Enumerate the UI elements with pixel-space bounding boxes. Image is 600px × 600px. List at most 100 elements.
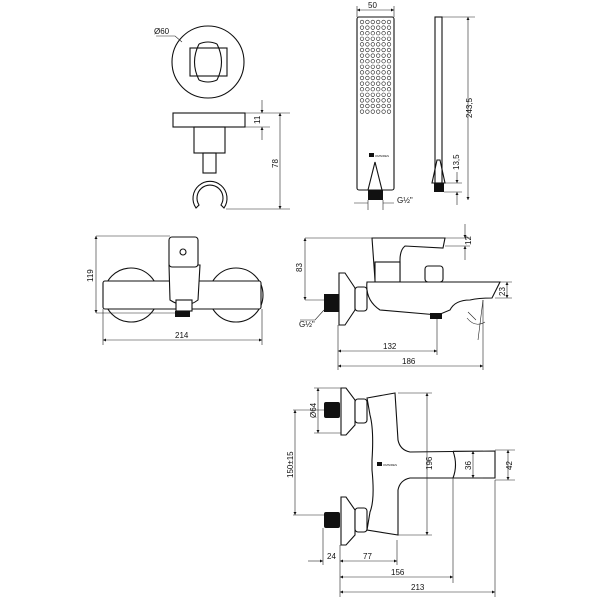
nozzle [376, 31, 381, 36]
nozzle [381, 31, 386, 36]
nozzle [376, 75, 381, 81]
nozzle [386, 81, 392, 86]
nozzle [370, 53, 375, 58]
hand-shower-front: OMNIRES 50 G½" [354, 1, 413, 210]
nozzle [370, 59, 375, 64]
nozzle [381, 36, 386, 41]
nozzle [370, 19, 375, 25]
nozzle [370, 31, 375, 36]
nozzle [365, 103, 370, 109]
nozzle [359, 98, 365, 103]
spray-nozzles [359, 19, 392, 114]
top-logo: OMNIRES [383, 463, 397, 467]
nozzle [365, 109, 370, 114]
mixer-top-view: OMNIRES Ø64 150±15 196 36 42 24 77 156 2… [286, 387, 515, 597]
nozzle [365, 98, 370, 103]
nozzle [359, 36, 365, 41]
outlet-depth-dim: 132 [383, 342, 397, 351]
nozzle [365, 75, 370, 81]
nozzle [365, 53, 370, 58]
nozzle [386, 31, 392, 36]
length-dim: 196 [425, 456, 434, 470]
nozzle [365, 19, 370, 25]
nozzle [386, 92, 392, 97]
nozzle [359, 31, 365, 36]
nozzle [386, 42, 392, 47]
spout-outer-dim: 42 [505, 461, 514, 470]
depth-dim: 186 [402, 357, 416, 366]
nozzle [376, 87, 381, 92]
nozzle [386, 19, 392, 25]
nozzle [365, 87, 370, 92]
nozzle [376, 42, 381, 47]
nozzle [381, 92, 386, 97]
nozzle [376, 53, 381, 58]
nozzle [376, 64, 381, 69]
nozzle [386, 25, 392, 30]
holder-diameter-label: Ø60 [154, 27, 170, 36]
shower-connector-dim: 13,5 [452, 154, 461, 170]
nozzle [365, 81, 370, 86]
nozzle [386, 59, 392, 64]
nozzle [381, 98, 386, 103]
nozzle [370, 87, 375, 92]
nozzle [365, 42, 370, 47]
nozzle [386, 64, 392, 69]
nozzle [386, 53, 392, 58]
nozzle [370, 98, 375, 103]
side-thread-label: G½" [299, 320, 315, 329]
nozzle [370, 103, 375, 109]
nozzle [381, 25, 386, 30]
nozzle [376, 59, 381, 64]
nozzle [359, 103, 365, 109]
nozzle [370, 47, 375, 53]
nozzle [381, 59, 386, 64]
nozzle [381, 103, 386, 109]
nozzle [370, 36, 375, 41]
nozzle [376, 70, 381, 75]
nozzle [359, 75, 365, 81]
nozzle [381, 42, 386, 47]
body-depth-dim: 77 [363, 552, 372, 561]
nozzle [359, 53, 365, 58]
nozzle [359, 25, 365, 30]
nozzle [370, 25, 375, 30]
nozzle [365, 47, 370, 53]
nozzle [376, 47, 381, 53]
nozzle [376, 19, 381, 25]
nozzle [365, 70, 370, 75]
nozzle [370, 92, 375, 97]
spout-inner-dim: 36 [464, 461, 473, 470]
nozzle [381, 19, 386, 25]
nozzle [376, 103, 381, 109]
mixer-front-view: 119 214 [86, 235, 264, 345]
nozzle [365, 25, 370, 30]
holder-top-view: Ø60 [154, 25, 245, 99]
spacing-dim: 150±15 [286, 451, 295, 478]
nozzle [359, 87, 365, 92]
nozzle [365, 64, 370, 69]
mixer-width-dim: 214 [175, 331, 189, 340]
nozzle [381, 87, 386, 92]
nozzle [381, 75, 386, 81]
mixer-side-height-dim: 83 [295, 263, 304, 272]
mixer-height-dim: 119 [86, 269, 95, 282]
nozzle [376, 98, 381, 103]
spout-reach-dim: 156 [391, 568, 405, 577]
shower-width-dim: 50 [368, 1, 377, 10]
spout-dim: 23 [498, 287, 507, 296]
nozzle [359, 92, 365, 97]
nozzle [359, 47, 365, 53]
nozzle [376, 36, 381, 41]
nozzle [386, 75, 392, 81]
nozzle [386, 103, 392, 109]
nozzle [381, 64, 386, 69]
nozzle [359, 81, 365, 86]
nozzle [376, 92, 381, 97]
nozzle [381, 70, 386, 75]
nozzle [359, 59, 365, 64]
nozzle [386, 87, 392, 92]
nozzle [365, 92, 370, 97]
